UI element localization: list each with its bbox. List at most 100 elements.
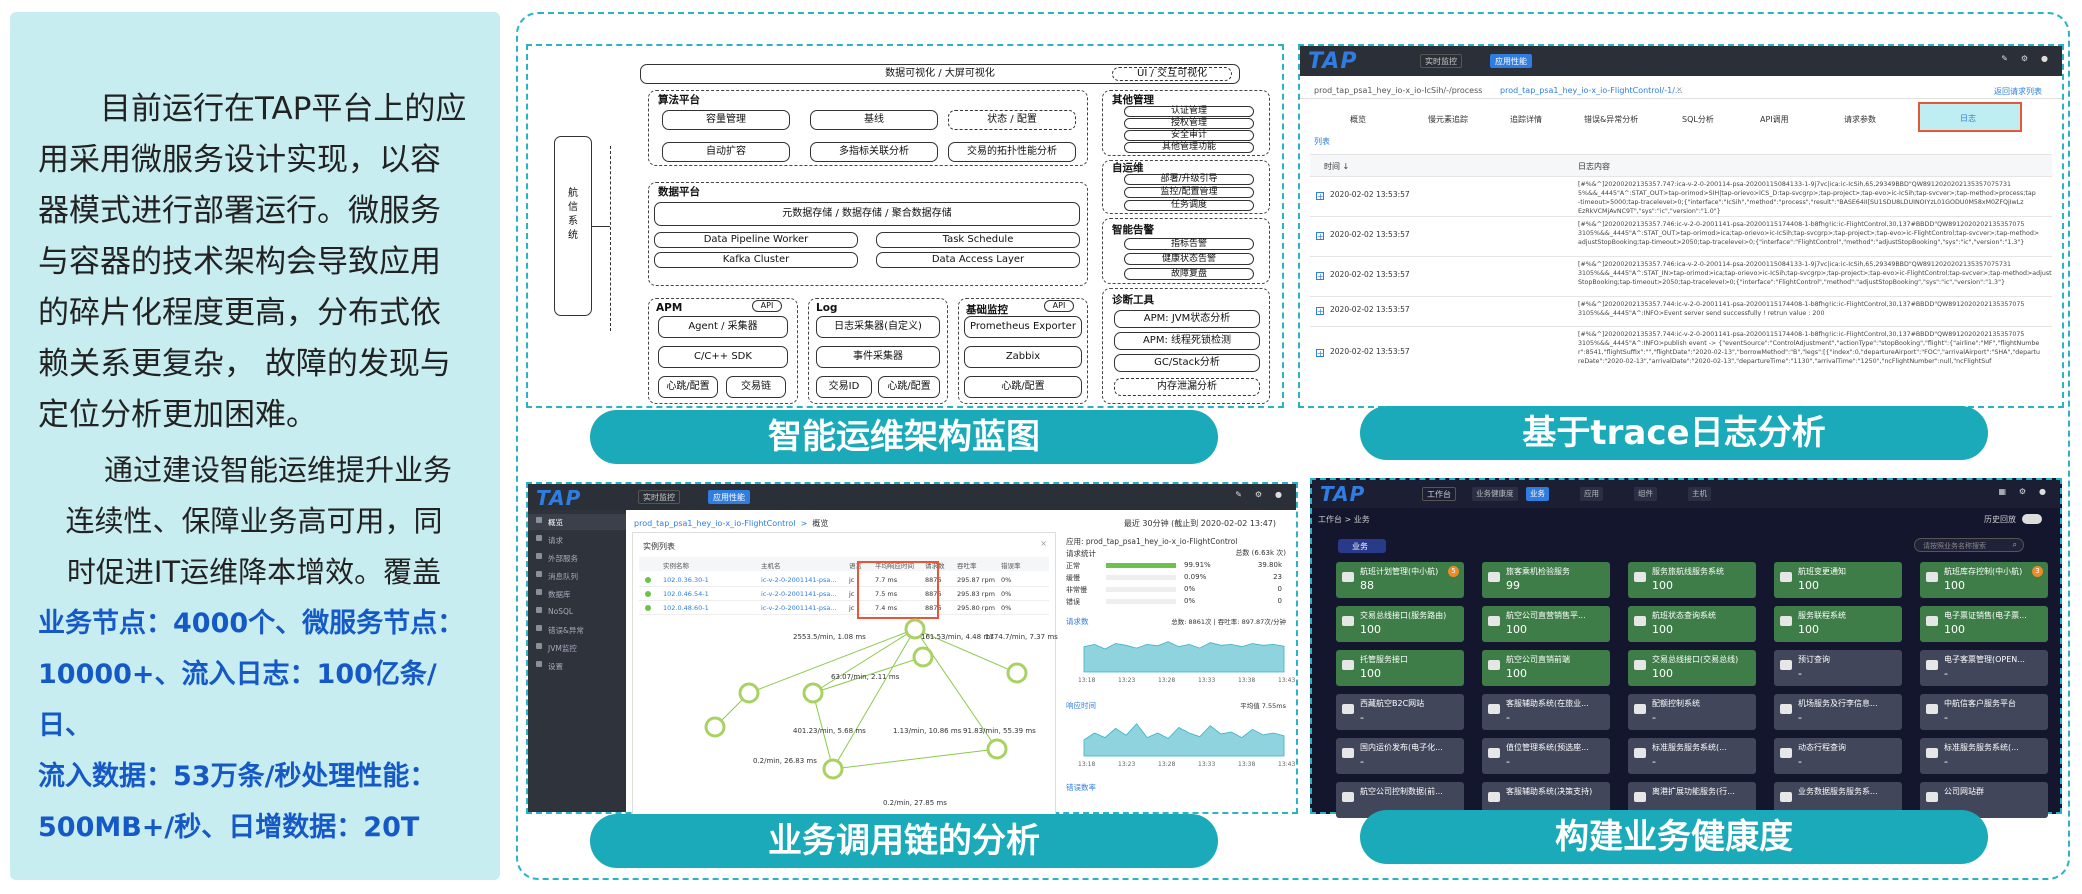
workbench-button[interactable]: 工作台 bbox=[1422, 487, 1456, 501]
instance-cell[interactable]: ic-v-2-0-2001141-psa... bbox=[761, 604, 837, 612]
realtime-monitor-button[interactable]: 实时监控 bbox=[638, 490, 680, 504]
instance-cell[interactable]: 102.0.48.60-1 bbox=[663, 604, 709, 612]
realtime-monitor-button[interactable]: 实时监控 bbox=[1420, 54, 1462, 68]
wrench-icon[interactable]: ✎ bbox=[2001, 54, 2008, 63]
health-tab[interactable]: 应用 bbox=[1580, 487, 1603, 501]
time-range[interactable]: 最近 30分钟 (截止到 2020-02-02 13:47) bbox=[1123, 519, 1276, 528]
user-icon[interactable]: ● bbox=[1275, 490, 1282, 499]
health-card[interactable]: 交易总线接口(交易总线)100 bbox=[1628, 650, 1756, 686]
tab-process[interactable]: prod_tap_psa1_hey_io-x_io-IcSih/-/proces… bbox=[1314, 86, 1483, 95]
health-tab[interactable]: 业务 bbox=[1526, 487, 1549, 501]
health-tab[interactable]: 业务健康度 bbox=[1472, 487, 1518, 501]
health-card[interactable]: 配额控制系统- bbox=[1628, 694, 1756, 730]
nav-slow-trace[interactable]: 慢元素追踪 bbox=[1428, 115, 1468, 124]
service-node[interactable] bbox=[912, 646, 934, 668]
sidebar-item[interactable]: 外部服务 bbox=[528, 550, 626, 566]
instance-cell[interactable]: ic-v-2-0-2001141-psa... bbox=[761, 576, 837, 584]
sidebar-item[interactable]: 概览 bbox=[528, 514, 626, 530]
log-row[interactable]: +2020-02-02 13:53:57[#%&^]20200202135357… bbox=[1310, 216, 2052, 256]
nav-overview[interactable]: 概览 bbox=[1350, 115, 1366, 124]
service-node[interactable] bbox=[802, 682, 824, 704]
gear-icon[interactable]: ⚙ bbox=[2018, 487, 2026, 496]
health-card[interactable]: 动态行程查询- bbox=[1774, 738, 1902, 774]
app-perf-button[interactable]: 应用性能 bbox=[708, 490, 750, 504]
expand-icon[interactable]: + bbox=[1316, 192, 1324, 201]
sidebar-item[interactable]: 数据库 bbox=[528, 586, 626, 602]
sidebar-item[interactable]: 请求 bbox=[528, 532, 626, 548]
search-input[interactable]: 请按照业务名称搜索 ⌕ bbox=[1914, 538, 2024, 552]
nav-sql[interactable]: SQL分析 bbox=[1682, 115, 1714, 124]
expand-icon[interactable]: + bbox=[1316, 349, 1324, 358]
health-tab[interactable]: 主机 bbox=[1688, 487, 1711, 501]
service-node[interactable] bbox=[1006, 662, 1028, 684]
health-card[interactable]: 值位管理系统(预选座...- bbox=[1482, 738, 1610, 774]
nav-trace-detail[interactable]: 追踪详情 bbox=[1510, 115, 1542, 124]
log-row[interactable]: +2020-02-02 13:53:57[#%&^]20200202135357… bbox=[1310, 256, 2052, 296]
col-time[interactable]: 时间 ↓ bbox=[1324, 162, 1350, 171]
service-node[interactable] bbox=[704, 716, 726, 738]
close-icon[interactable]: × bbox=[1676, 85, 1683, 94]
gear-icon[interactable]: ⚙ bbox=[2020, 54, 2028, 63]
breadcrumb[interactable]: 工作台 > 业务 bbox=[1318, 515, 1370, 524]
nav-api[interactable]: API调用 bbox=[1760, 115, 1789, 124]
log-row[interactable]: +2020-02-02 13:53:57[#%&^]20200202135357… bbox=[1310, 326, 2052, 380]
health-tab[interactable]: 组件 bbox=[1634, 487, 1657, 501]
expand-icon[interactable]: + bbox=[1316, 272, 1324, 281]
log-row[interactable]: +2020-02-02 13:53:57[#%&^]20200202135357… bbox=[1310, 176, 2052, 216]
log-row[interactable]: +2020-02-02 13:53:57[#%&^]20200202135357… bbox=[1310, 296, 2052, 326]
sidebar-item[interactable]: 错误&异常 bbox=[528, 622, 626, 638]
tab-flight-control[interactable]: prod_tap_psa1_hey_io-x_io-FlightControl/… bbox=[1500, 86, 1683, 95]
health-card[interactable]: 航空公司直营销售平...100 bbox=[1482, 606, 1610, 642]
health-card[interactable]: 国内运价发布(电子化...- bbox=[1336, 738, 1464, 774]
app-perf-button[interactable]: 应用性能 bbox=[1490, 54, 1532, 68]
instance-cell[interactable]: 102.0.36.30-1 bbox=[663, 576, 709, 584]
nav-error-analysis[interactable]: 错误&异常分析 bbox=[1584, 115, 1639, 124]
search-icon[interactable]: ⌕ bbox=[2012, 540, 2017, 549]
history-toggle[interactable] bbox=[2022, 514, 2042, 524]
breadcrumb[interactable]: prod_tap_psa1_hey_io-x_io-FlightControl … bbox=[634, 519, 829, 528]
section-tab[interactable]: 业务 bbox=[1338, 539, 1386, 553]
sidebar-item[interactable]: NoSQL bbox=[528, 604, 626, 620]
close-icon[interactable]: × bbox=[1040, 539, 1047, 548]
gear-icon[interactable]: ⚙ bbox=[1254, 490, 1262, 499]
sidebar-item[interactable]: 设置 bbox=[528, 658, 626, 674]
nav-params[interactable]: 请求参数 bbox=[1844, 115, 1876, 124]
user-icon[interactable]: ● bbox=[2039, 487, 2046, 496]
service-node[interactable] bbox=[738, 682, 760, 704]
health-card[interactable]: 预订查询- bbox=[1774, 650, 1902, 686]
wrench-icon[interactable]: ✎ bbox=[1235, 490, 1242, 499]
back-link[interactable]: 返回请求列表 bbox=[1994, 87, 2042, 96]
service-node[interactable] bbox=[904, 618, 926, 640]
sidebar-item[interactable]: 消息队列 bbox=[528, 568, 626, 584]
health-card[interactable]: 电子票证销售(电子票...100 bbox=[1920, 606, 2048, 642]
sidebar-item[interactable]: JVM监控 bbox=[528, 640, 626, 656]
health-card[interactable]: 机场服务及行李信息...- bbox=[1774, 694, 1902, 730]
nav-log-active[interactable]: 日志 bbox=[1918, 102, 2022, 132]
expand-icon[interactable]: + bbox=[1316, 307, 1324, 316]
user-icon[interactable]: ● bbox=[2041, 54, 2048, 63]
grid-icon[interactable]: ▦ bbox=[1998, 487, 2006, 496]
instance-cell[interactable]: ic-v-2-0-2001141-psa... bbox=[761, 590, 837, 598]
health-card[interactable]: 标准服务服务系统(...- bbox=[1920, 738, 2048, 774]
instance-cell[interactable]: 102.0.46.54-1 bbox=[663, 590, 709, 598]
health-card[interactable]: 西藏航空B2C网站- bbox=[1336, 694, 1464, 730]
service-node[interactable] bbox=[822, 758, 844, 780]
service-node[interactable] bbox=[986, 738, 1008, 760]
health-card[interactable]: 交易总线接口(服务路由)100 bbox=[1336, 606, 1464, 642]
health-card[interactable]: 中航信客户服务平台- bbox=[1920, 694, 2048, 730]
breadcrumb-app[interactable]: prod_tap_psa1_hey_io-x_io-FlightControl bbox=[634, 519, 796, 528]
health-card[interactable]: 客服辅助系统(在旅业...- bbox=[1482, 694, 1610, 730]
health-card[interactable]: 标准服务服务系统(...- bbox=[1628, 738, 1756, 774]
expand-icon[interactable]: + bbox=[1316, 232, 1324, 241]
